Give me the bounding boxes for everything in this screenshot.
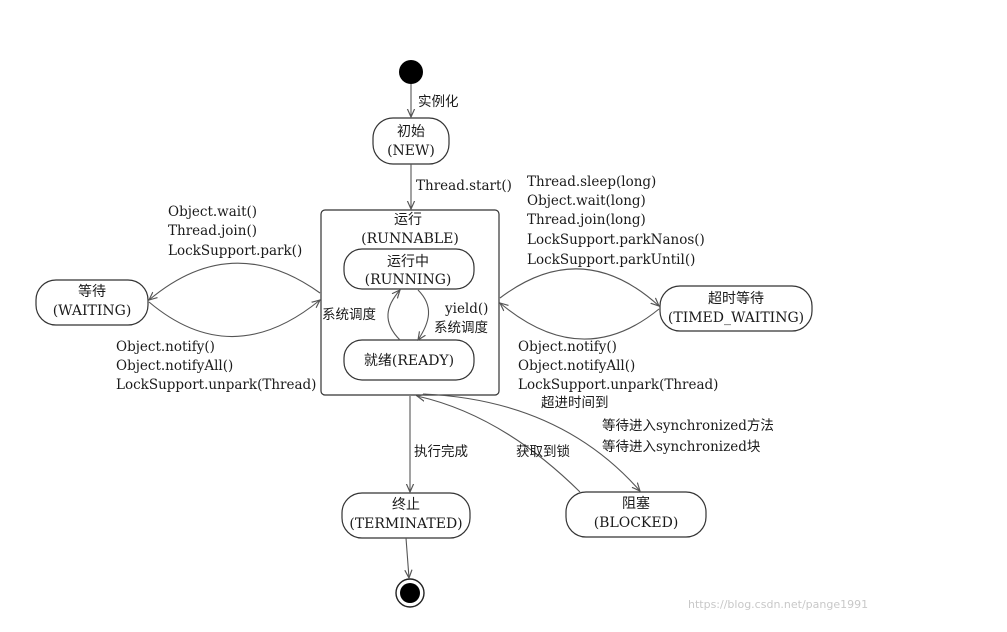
label-yield: yield() (444, 301, 488, 317)
label-line: Object.wait(long) (527, 193, 646, 209)
final-node (395, 578, 425, 608)
state-timed-waiting: 超时等待 (TIMED_WAITING) (659, 285, 813, 332)
label-line: Object.notify() (116, 339, 215, 355)
label-from-waiting: Object.notify() Object.notifyAll() LockS… (116, 339, 316, 393)
edge-to-timed-waiting (499, 268, 659, 306)
label-line: LockSupport.parkUntil() (527, 252, 695, 268)
label-line: LockSupport.parkNanos() (527, 232, 705, 248)
state-running: 运行中 (RUNNING) (343, 248, 475, 290)
state-new-name: 初始 (397, 123, 425, 140)
label-line: Object.notifyAll() (518, 358, 635, 374)
label-to-timed-waiting: Thread.sleep(long) Object.wait(long) Thr… (527, 174, 705, 268)
edge-to-waiting (149, 262, 321, 300)
label-wait-sync-method: 等待进入synchronized方法 (602, 417, 774, 434)
state-waiting-name: 等待 (78, 283, 106, 300)
label-instantiate: 实例化 (418, 94, 459, 110)
label-line: LockSupport.park() (168, 243, 302, 259)
label-acquire-lock: 获取到锁 (516, 444, 570, 460)
state-waiting: 等待 (WAITING) (35, 279, 149, 326)
state-new-code: (NEW) (387, 143, 435, 159)
state-ready-name: 就绪(READY) (364, 353, 454, 369)
edge-to-final (406, 537, 409, 578)
initial-node (399, 60, 423, 84)
state-waiting-code: (WAITING) (53, 303, 132, 319)
state-blocked-code: (BLOCKED) (594, 515, 679, 531)
edge-from-waiting (148, 300, 320, 337)
label-wait-sync-block: 等待进入synchronized块 (602, 438, 761, 455)
label-schedule-right: 系统调度 (434, 320, 488, 336)
label-line: Object.notify() (518, 339, 617, 355)
label-finish: 执行完成 (414, 444, 468, 460)
state-new: 初始 (NEW) (372, 117, 450, 165)
state-blocked: 阻塞 (BLOCKED) (565, 491, 707, 538)
label-from-timed-waiting: Object.notify() Object.notifyAll() LockS… (518, 339, 718, 393)
state-runnable-name: 运行 (394, 212, 422, 228)
label-thread-start: Thread.start() (416, 178, 512, 194)
label-timeout-return: 超进时间到 (541, 395, 609, 411)
state-runnable-code: (RUNNABLE) (361, 231, 459, 247)
edge-to-blocked (422, 393, 640, 491)
state-terminated-name: 终止 (392, 497, 420, 513)
edge-from-timed-waiting (500, 303, 660, 340)
label-line: Thread.join() (168, 223, 257, 239)
state-timed-waiting-code: (TIMED_WAITING) (668, 310, 804, 326)
label-schedule-left: 系统调度 (322, 307, 376, 323)
edge-yield-to-ready (418, 289, 430, 340)
state-terminated-code: (TERMINATED) (349, 516, 462, 532)
state-running-code: (RUNNING) (365, 272, 452, 288)
state-running-name: 运行中 (387, 254, 429, 270)
state-terminated: 终止 (TERMINATED) (341, 492, 471, 539)
edge-acquire-lock (417, 396, 581, 493)
label-line: Object.notifyAll() (116, 358, 233, 374)
label-to-waiting: Object.wait() Thread.join() LockSupport.… (168, 204, 302, 259)
state-ready: 就绪(READY) (343, 339, 475, 381)
edge-schedule-to-running (387, 290, 400, 341)
label-line: LockSupport.unpark(Thread) (518, 377, 718, 393)
state-timed-waiting-name: 超时等待 (708, 290, 764, 307)
label-line: Thread.sleep(long) (527, 174, 656, 190)
state-blocked-name: 阻塞 (622, 495, 650, 512)
label-line: Object.wait() (168, 204, 257, 220)
label-line: LockSupport.unpark(Thread) (116, 377, 316, 393)
watermark: https://blog.csdn.net/pange1991 (688, 598, 868, 611)
label-line: Thread.join(long) (527, 212, 646, 228)
